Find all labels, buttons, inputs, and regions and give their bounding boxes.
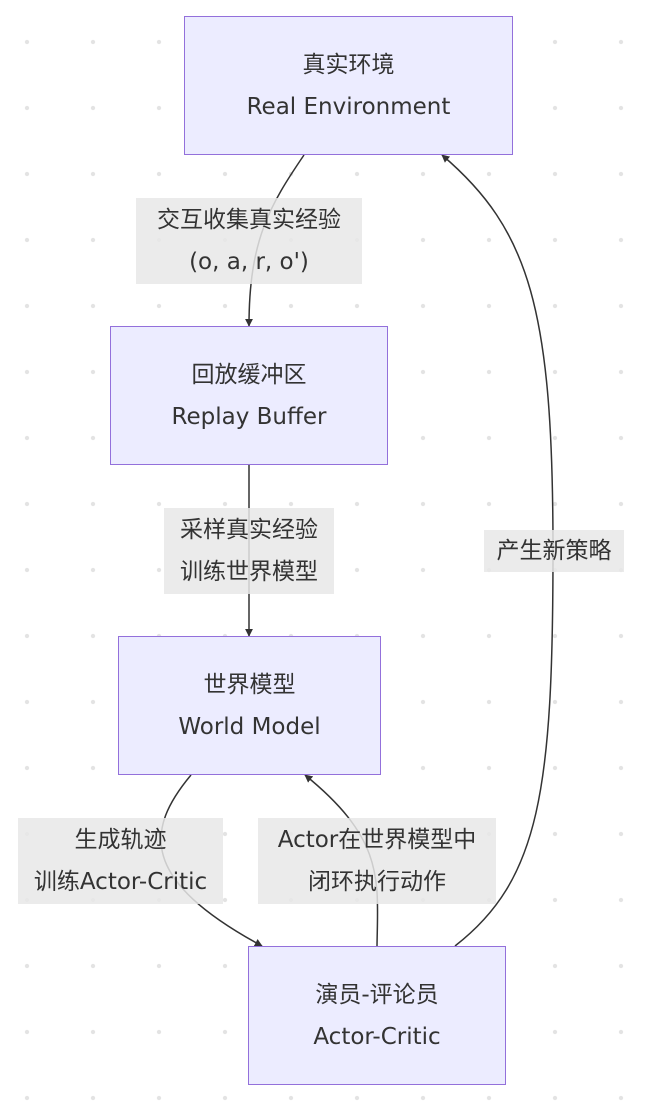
node-world-model-label-zh: 世界模型 — [203, 671, 296, 698]
edge-label-env-to-buffer-line2: (o, a, r, o') — [189, 249, 309, 275]
node-real-environment-label-en: Real Environment — [246, 93, 451, 120]
node-actor-critic-label-en: Actor-Critic — [313, 1023, 441, 1050]
edge-label-env-to-buffer-line1: 交互收集真实经验 — [157, 207, 341, 233]
node-replay-buffer-label-zh: 回放缓冲区 — [191, 361, 307, 388]
edge-label-actor-to-model-line1: Actor在世界模型中 — [277, 827, 477, 853]
edge-label-model-to-actor-line1: 生成轨迹 — [74, 827, 167, 853]
edge-label-actor-to-model-line2: 闭环执行动作 — [308, 869, 446, 895]
node-replay-buffer[interactable]: 回放缓冲区 Replay Buffer — [110, 326, 388, 465]
edge-label-actor-to-env: 产生新策略 — [484, 530, 624, 572]
edge-label-model-to-actor: 生成轨迹 训练Actor-Critic — [18, 818, 223, 904]
edge-label-buffer-to-model-line1: 采样真实经验 — [180, 517, 318, 543]
node-actor-critic[interactable]: 演员-评论员 Actor-Critic — [248, 946, 506, 1085]
node-replay-buffer-label-en: Replay Buffer — [171, 403, 327, 430]
edge-label-model-to-actor-line2: 训练Actor-Critic — [33, 869, 208, 895]
edge-label-buffer-to-model-line2: 训练世界模型 — [180, 559, 318, 585]
node-world-model[interactable]: 世界模型 World Model — [118, 636, 381, 775]
node-actor-critic-label-zh: 演员-评论员 — [315, 981, 439, 1008]
edge-label-actor-to-model: Actor在世界模型中 闭环执行动作 — [258, 818, 496, 904]
edge-label-env-to-buffer: 交互收集真实经验 (o, a, r, o') — [136, 198, 362, 284]
node-real-environment-label-zh: 真实环境 — [302, 51, 395, 78]
node-real-environment[interactable]: 真实环境 Real Environment — [184, 16, 513, 155]
edge-label-buffer-to-model: 采样真实经验 训练世界模型 — [164, 508, 334, 594]
edge-label-actor-to-env-line1: 产生新策略 — [496, 538, 612, 564]
node-world-model-label-en: World Model — [178, 713, 321, 740]
